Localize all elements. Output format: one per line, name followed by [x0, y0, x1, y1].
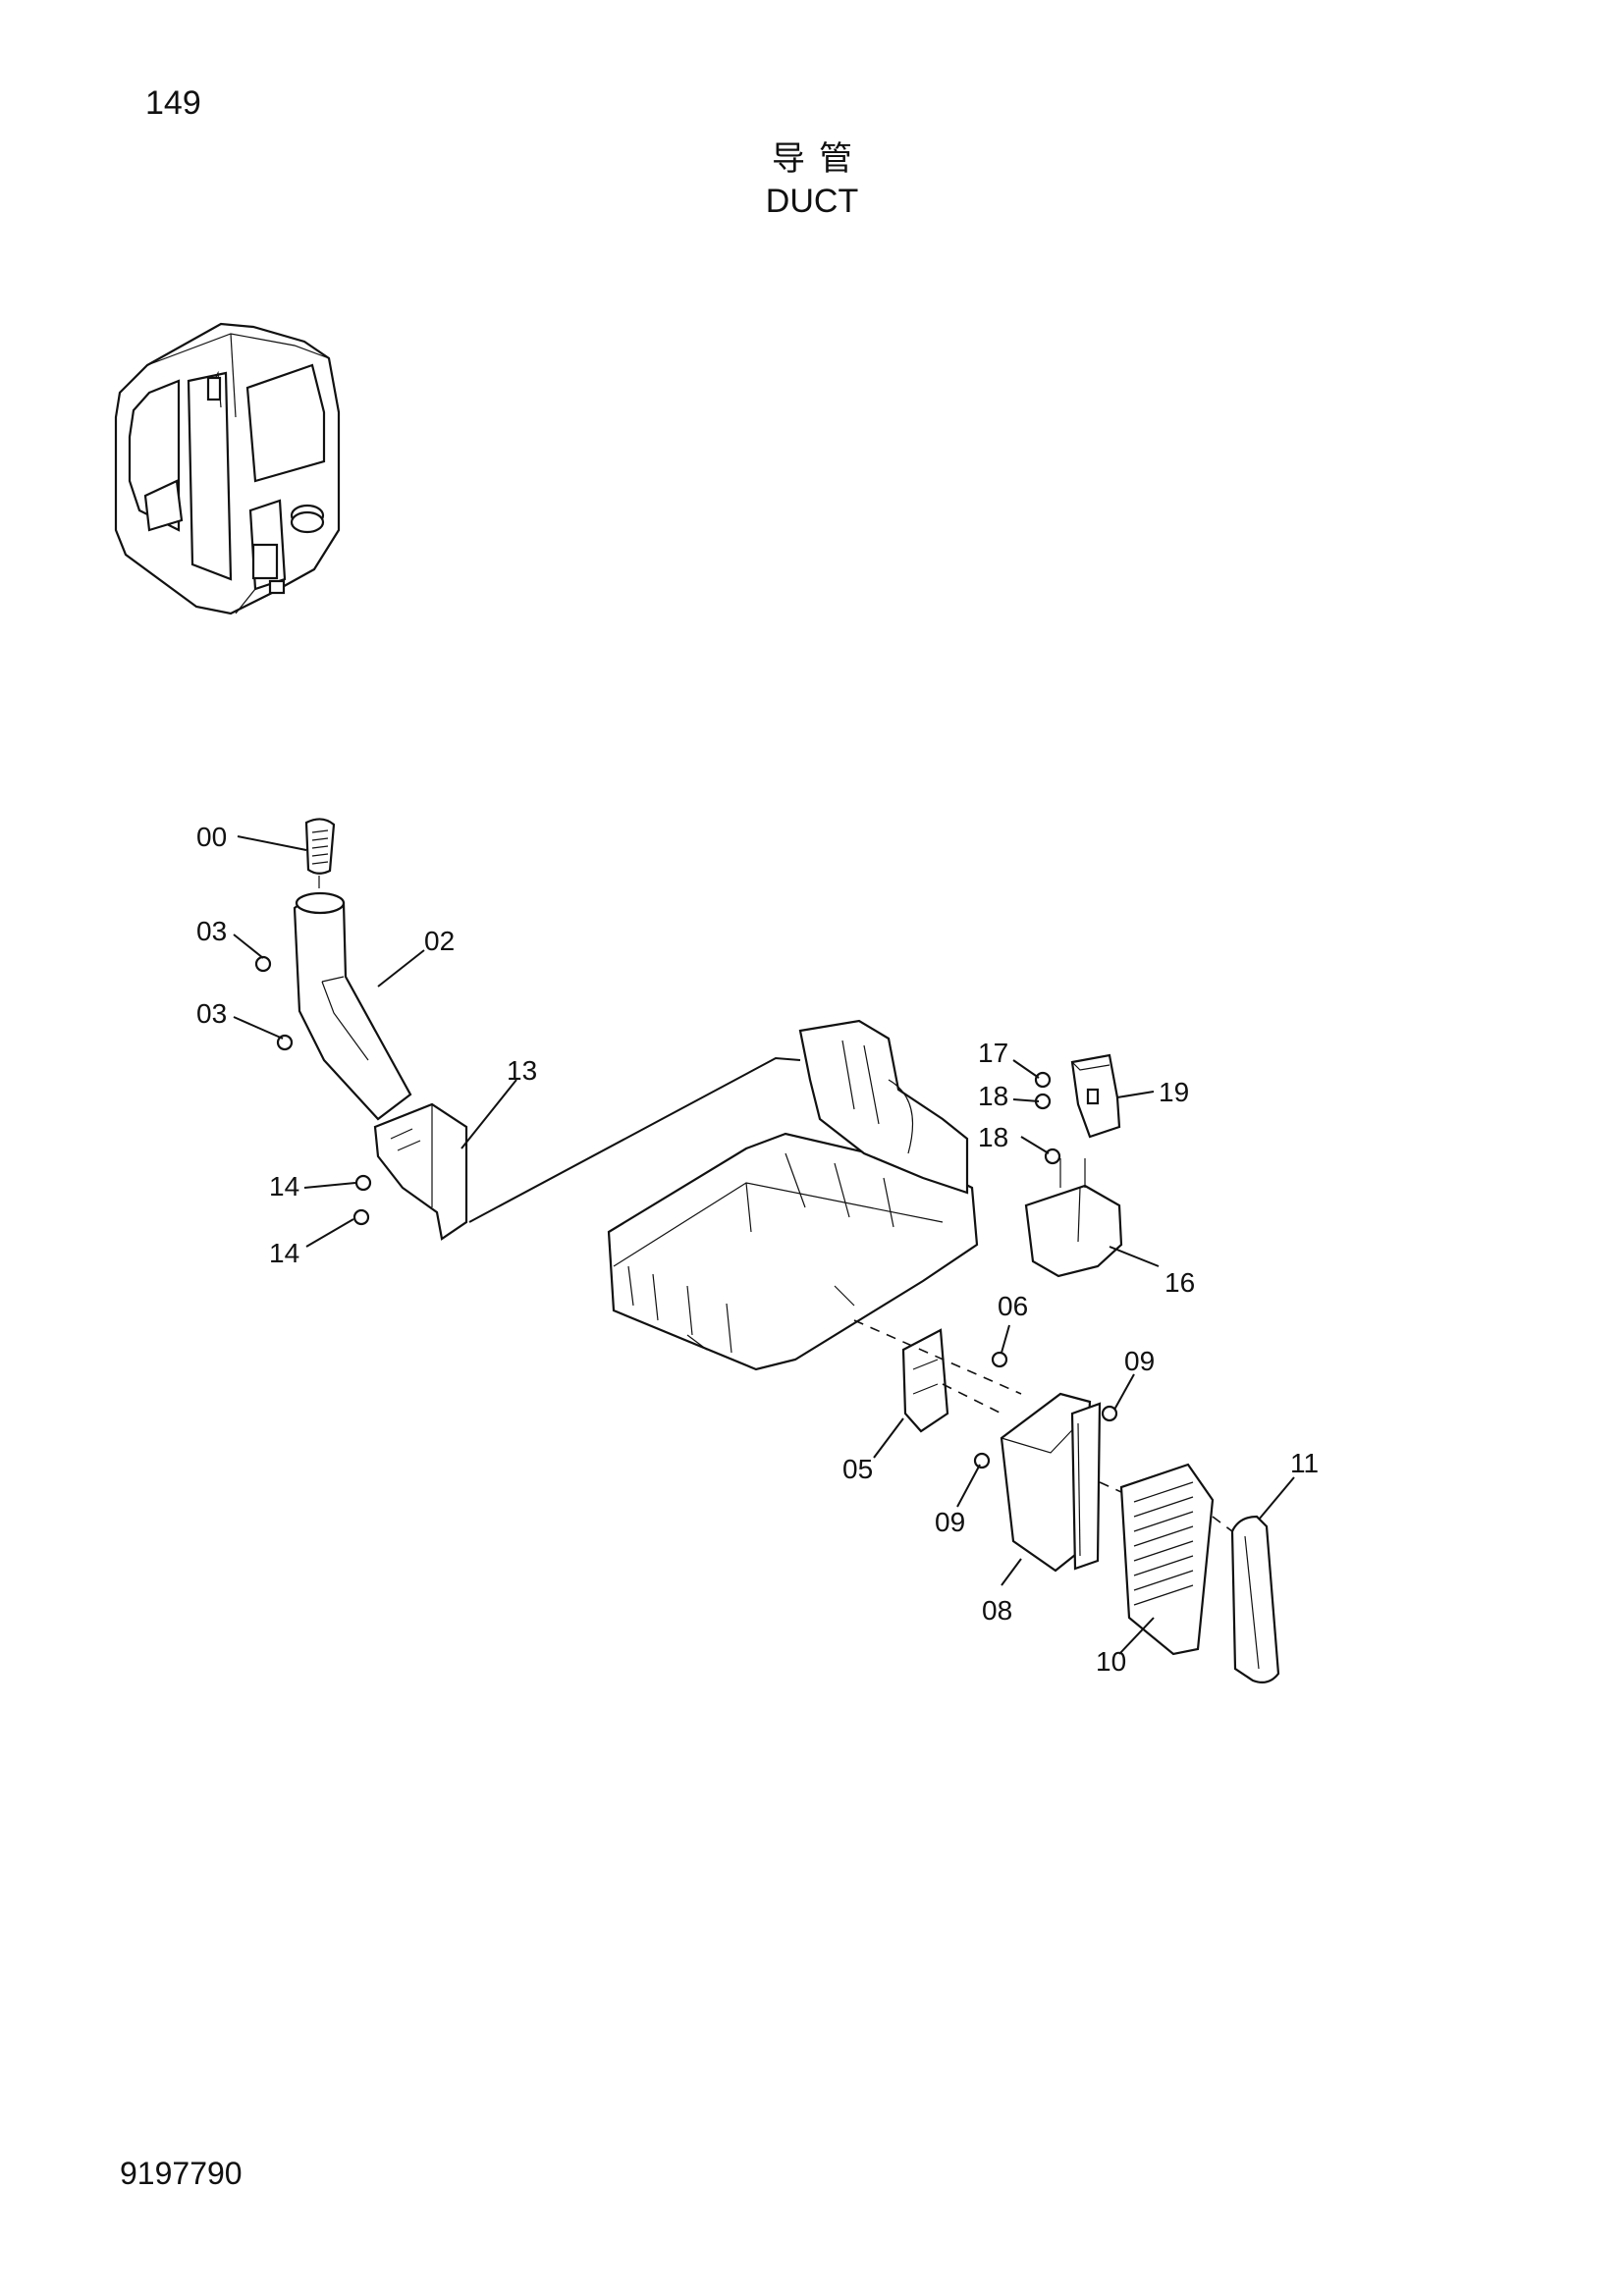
callout-11: 11: [1290, 1448, 1319, 1478]
part-19-small-duct: [1070, 1053, 1121, 1139]
callout-06: 06: [998, 1291, 1028, 1321]
callout-labels: 00 02 03 03 13 14 14 17 18 18 19 16 06 0…: [196, 822, 1319, 1677]
callout-13: 13: [507, 1055, 537, 1086]
callout-09-left: 09: [935, 1507, 965, 1537]
callout-14-upper: 14: [269, 1171, 299, 1201]
air-conditioner-unit: [607, 1019, 979, 1371]
callout-14-lower: 14: [269, 1238, 299, 1268]
cab-overview-illustration: [114, 322, 341, 615]
title-chinese: 导管: [772, 139, 866, 179]
part-16-outlet-duct: [1024, 1158, 1123, 1278]
callout-19: 19: [1159, 1077, 1189, 1107]
callout-16: 16: [1164, 1267, 1195, 1298]
part-13-lower-duct: [373, 1102, 468, 1241]
part-08-filter-case: [1000, 1392, 1102, 1573]
callout-08: 08: [982, 1595, 1012, 1626]
callout-05: 05: [842, 1454, 873, 1484]
callout-00: 00: [196, 822, 227, 852]
callout-18-upper: 18: [978, 1081, 1008, 1111]
part-02-upper-duct: [293, 891, 412, 1121]
title-english: DUCT: [765, 183, 859, 220]
callout-03-lower: 03: [196, 998, 227, 1029]
part-00-vent-louvre: [304, 818, 336, 888]
bolt-fasteners: [254, 955, 1118, 1469]
assembly-dash-lines: [853, 1319, 1233, 1532]
page-number: 149: [145, 84, 201, 122]
callout-03-upper: 03: [196, 916, 227, 946]
callout-09-right: 09: [1124, 1346, 1155, 1376]
callout-10: 10: [1096, 1646, 1126, 1677]
callout-18-lower: 18: [978, 1122, 1008, 1152]
leader-lines: [233, 835, 1295, 1655]
callout-17: 17: [978, 1038, 1008, 1068]
part-11-grille: [1230, 1515, 1280, 1683]
part-05-cover: [901, 1328, 949, 1433]
document-code: 9197790: [120, 2156, 243, 2191]
part-10-filter: [1119, 1463, 1215, 1656]
callout-02: 02: [424, 926, 455, 956]
